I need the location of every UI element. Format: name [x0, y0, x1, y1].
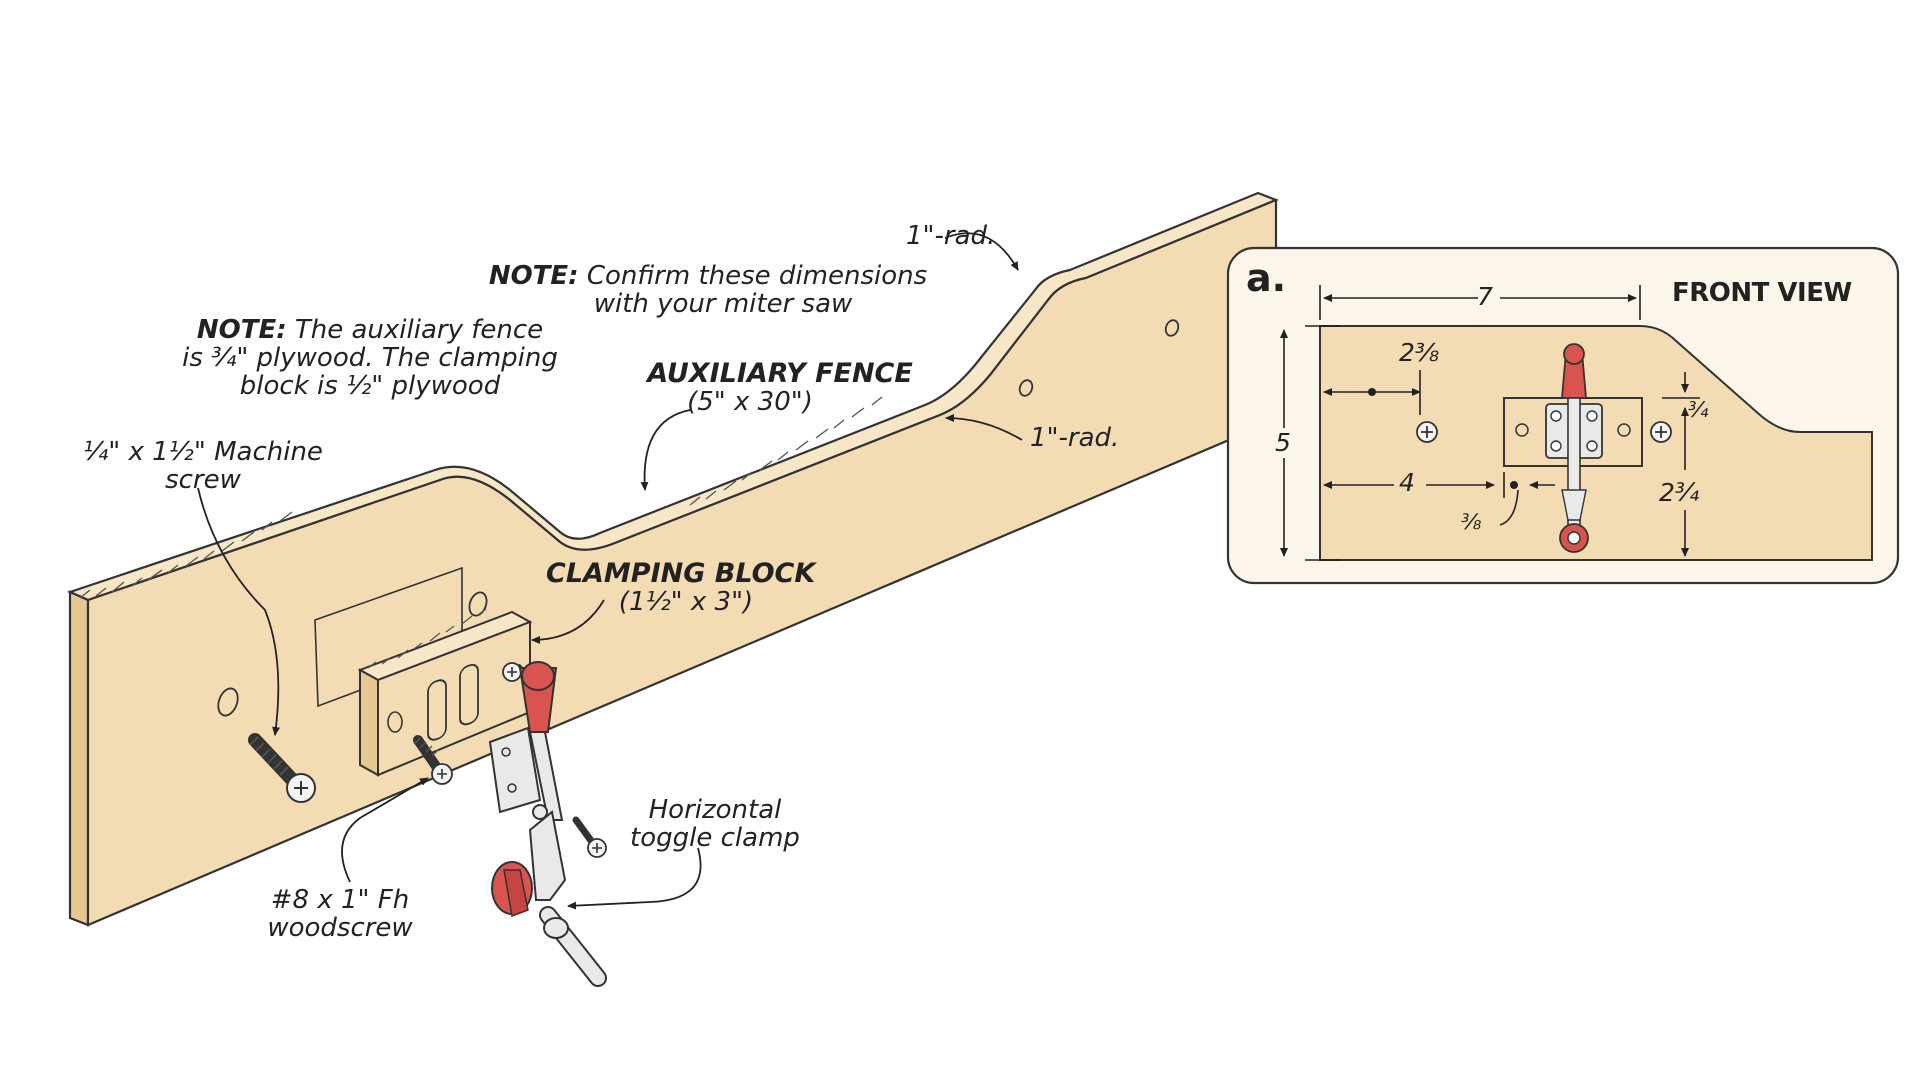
front-view-screw [1650, 421, 1672, 443]
label-clamping-block: CLAMPING BLOCK (1½" x 3") [546, 558, 816, 617]
leader-clamping-block [531, 599, 605, 644]
dim-gap-3-8: ⅜ [1461, 510, 1482, 534]
label-one-rad-top: 1"-rad. [906, 222, 995, 250]
aux-fence-dim: (5" x 30") [687, 387, 813, 417]
leader-toggle-clamp [567, 847, 702, 910]
leader-lines [197, 232, 1023, 910]
dim-offset-2-3-8: 2⅜ [1399, 338, 1440, 367]
front-view-title: FRONT VIEW [1672, 278, 1852, 308]
woodscrew-line1: #8 x 1" Fh [270, 885, 410, 915]
note-ply-line3: block is ½" plywood [239, 371, 501, 401]
dim-height-2-3-4: 2¾ [1659, 478, 1700, 507]
label-toggle-clamp: Horizontal toggle clamp [620, 796, 810, 852]
label-aux-fence: AUXILIARY FENCE (5" x 30") [630, 358, 930, 417]
note-ply-line2: is ¾" plywood. The clamping [182, 343, 558, 373]
note-miter-bold: NOTE: [488, 261, 579, 291]
front-view-toggle-clamp [1545, 343, 1603, 553]
woodscrew-small [572, 816, 607, 858]
fence-hole [1164, 319, 1180, 337]
one-rad-top-text: 1"-rad. [906, 221, 996, 251]
plywood-grain-middle [689, 396, 883, 506]
clamp-slot [459, 663, 479, 726]
clamping-block-dim: (1½" x 3") [618, 587, 754, 617]
toggle-line2: toggle clamp [630, 823, 800, 853]
clamping-block-title: CLAMPING BLOCK [546, 558, 816, 589]
leader-woodscrew [341, 777, 429, 883]
woodscrew-line2: woodscrew [267, 913, 413, 943]
fence-end-edge [68, 590, 90, 927]
note-plywood: NOTE: The auxiliary fence is ¾" plywood.… [160, 316, 580, 400]
leader-one-rad-top [944, 232, 1019, 271]
one-rad-mid-text: 1"-rad. [1030, 423, 1120, 453]
note-miter-line2: with your miter saw [593, 289, 853, 319]
leader-machine-screw [197, 487, 281, 736]
label-woodscrew: #8 x 1" Fh woodscrew [250, 886, 430, 942]
fence-hole [217, 687, 239, 717]
front-view-panel [1226, 246, 1900, 585]
note-miter-saw: NOTE: Confirm these dimensions with your… [488, 262, 928, 318]
fence-hole [1018, 379, 1034, 397]
toggle-line1: Horizontal [648, 795, 782, 825]
leader-one-rad-mid [945, 414, 1023, 441]
dim-height-5: 5 [1275, 428, 1291, 457]
fence-hole [468, 591, 488, 617]
note-miter-line1: Confirm these dimensions [578, 261, 928, 291]
plywood-grain-left [79, 511, 293, 599]
machine-screw [248, 733, 316, 803]
woodscrew [413, 735, 453, 785]
dim-offset-4: 4 [1399, 468, 1415, 497]
dim-rise-3-4: ¾ [1688, 398, 1709, 422]
aux-fence-title: AUXILIARY FENCE [647, 358, 913, 389]
note-ply-line1: The auxiliary fence [286, 315, 544, 345]
label-machine-screw: ¼" x 1½" Machine screw [78, 438, 328, 494]
front-view-letter: a. [1246, 256, 1287, 300]
toggle-clamp [488, 661, 607, 987]
label-one-rad-mid: 1"-rad. [1030, 424, 1119, 452]
front-view-screw [1416, 421, 1438, 443]
machine-screw-line2: screw [165, 465, 241, 495]
front-view-dimensions [1280, 285, 1700, 561]
clamp-slot [427, 679, 447, 741]
machine-screw-line1: ¼" x 1½" Machine [83, 437, 323, 467]
leader-aux-fence [640, 409, 691, 491]
dim-width-7: 7 [1477, 282, 1493, 311]
note-ply-bold: NOTE: [196, 315, 287, 345]
